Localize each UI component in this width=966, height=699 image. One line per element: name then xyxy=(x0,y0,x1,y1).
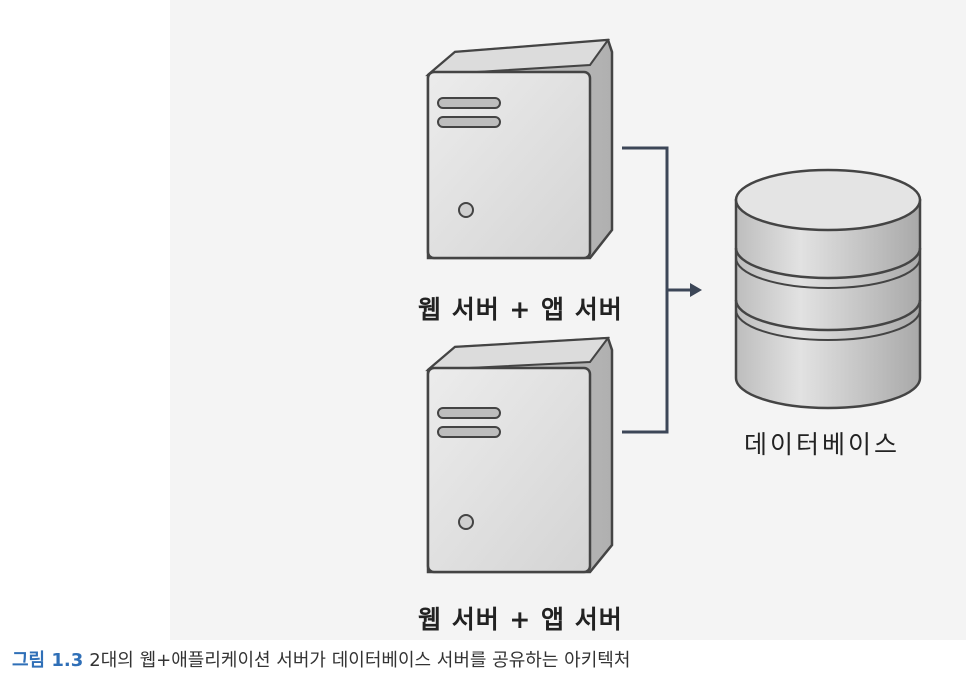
caption-text: 2대의 웹+애플리케이션 서버가 데이터베이스 서버를 공유하는 아키텍처 xyxy=(89,650,631,671)
arrow-head-icon xyxy=(690,283,702,297)
database-label: 데이터베이스 xyxy=(744,430,901,459)
server-label-1: 웹 서버 + 앱 서버 xyxy=(418,295,623,324)
architecture-diagram xyxy=(425,38,922,574)
connector-bracket xyxy=(622,146,690,434)
server-tower-2 xyxy=(425,336,614,574)
server-label-2: 웹 서버 + 앱 서버 xyxy=(418,605,623,634)
server-tower-1 xyxy=(425,38,614,260)
figure-number: 그림 1.3 xyxy=(12,650,84,671)
database-icon xyxy=(734,168,922,410)
